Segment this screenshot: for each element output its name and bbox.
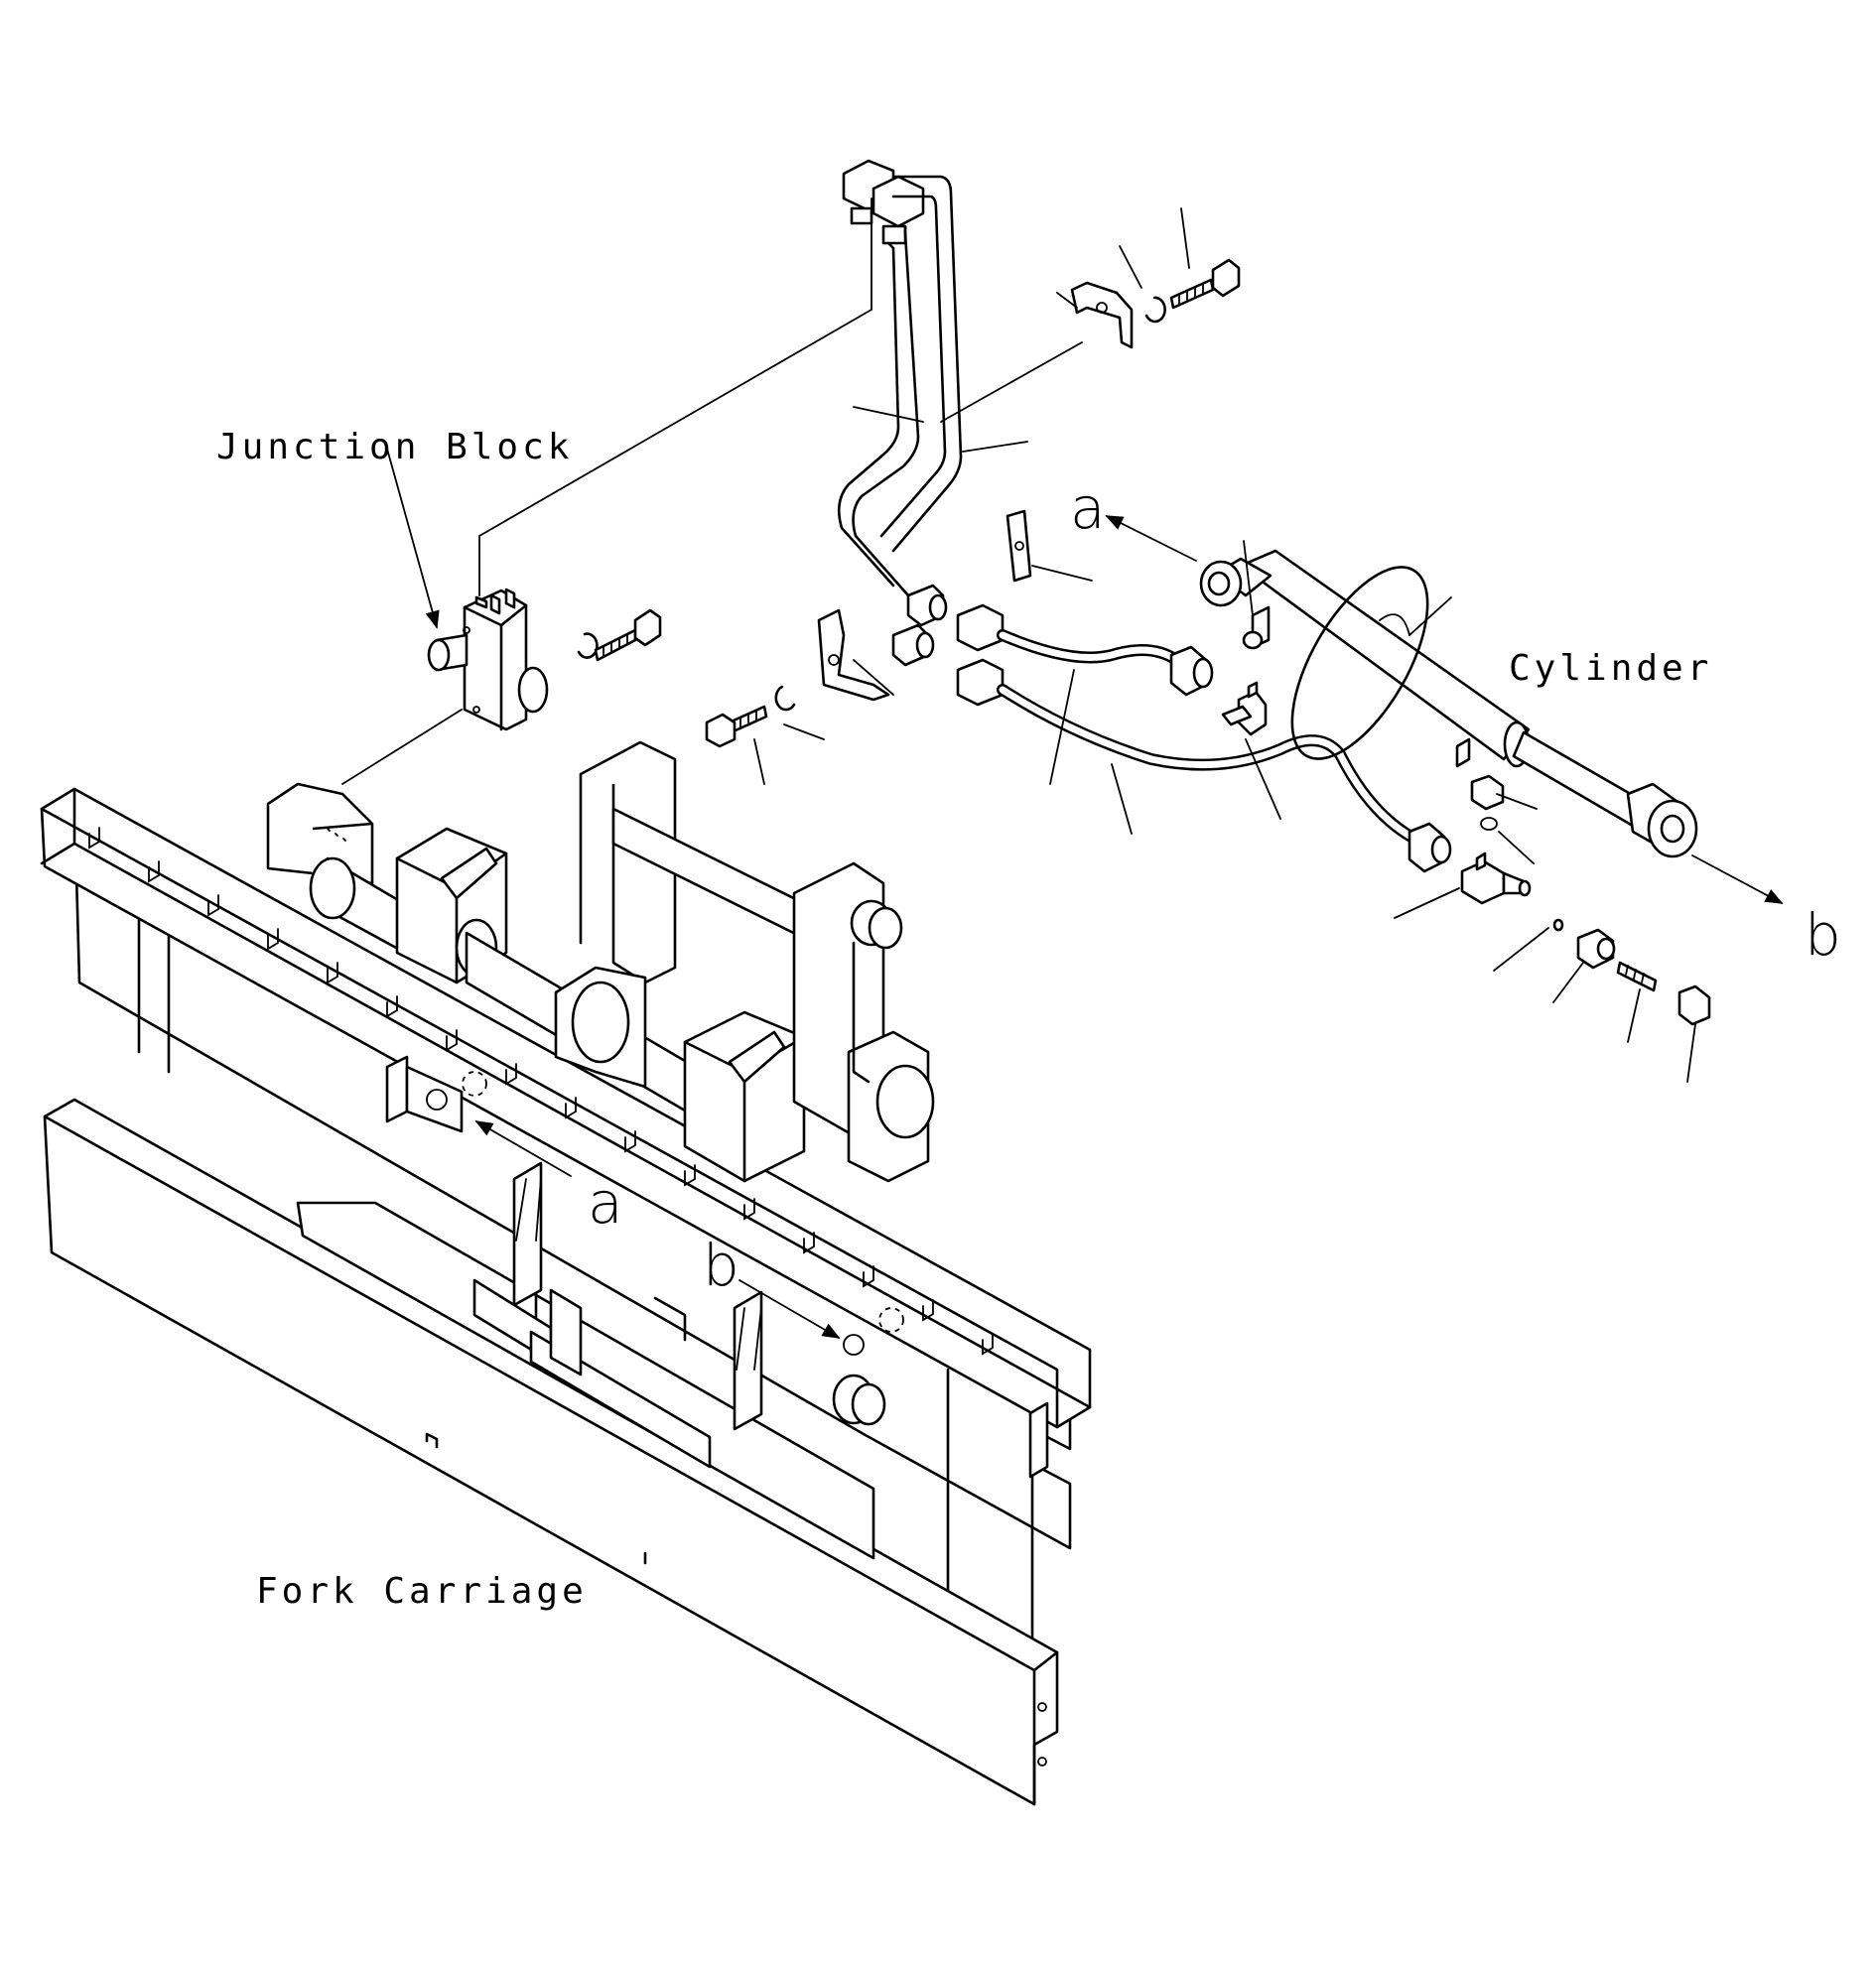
reference-arrows xyxy=(384,441,1784,1339)
cylinder-label: Cylinder xyxy=(1509,648,1712,689)
marker-b-cylinder: b xyxy=(1805,901,1841,969)
arrow-b-cylinder xyxy=(1691,854,1784,904)
side-shift-shaft-assembly xyxy=(266,740,935,1426)
hydraulic-hoses xyxy=(956,603,1452,873)
arrow-a-cylinder xyxy=(1105,515,1197,562)
arrow-a-carriage xyxy=(474,1120,572,1177)
junction-block-label: Junction Block xyxy=(216,427,573,467)
junction-block xyxy=(427,588,662,731)
fork-carriage-label: Fork Carriage xyxy=(256,1571,588,1612)
leader-lines xyxy=(341,197,1696,1371)
loose-fittings xyxy=(1242,630,1711,1026)
hydraulic-cylinder xyxy=(1199,549,1698,858)
fork-carriage xyxy=(40,787,1092,1806)
hydraulic-pipes xyxy=(705,159,1241,748)
marker-a-cylinder: a xyxy=(1070,474,1106,542)
arrow-b-carriage xyxy=(738,1279,841,1339)
junction-block-pointer-arrow xyxy=(384,441,440,629)
marker-b-carriage: b xyxy=(703,1232,739,1299)
marker-a-carriage: a xyxy=(588,1169,623,1237)
